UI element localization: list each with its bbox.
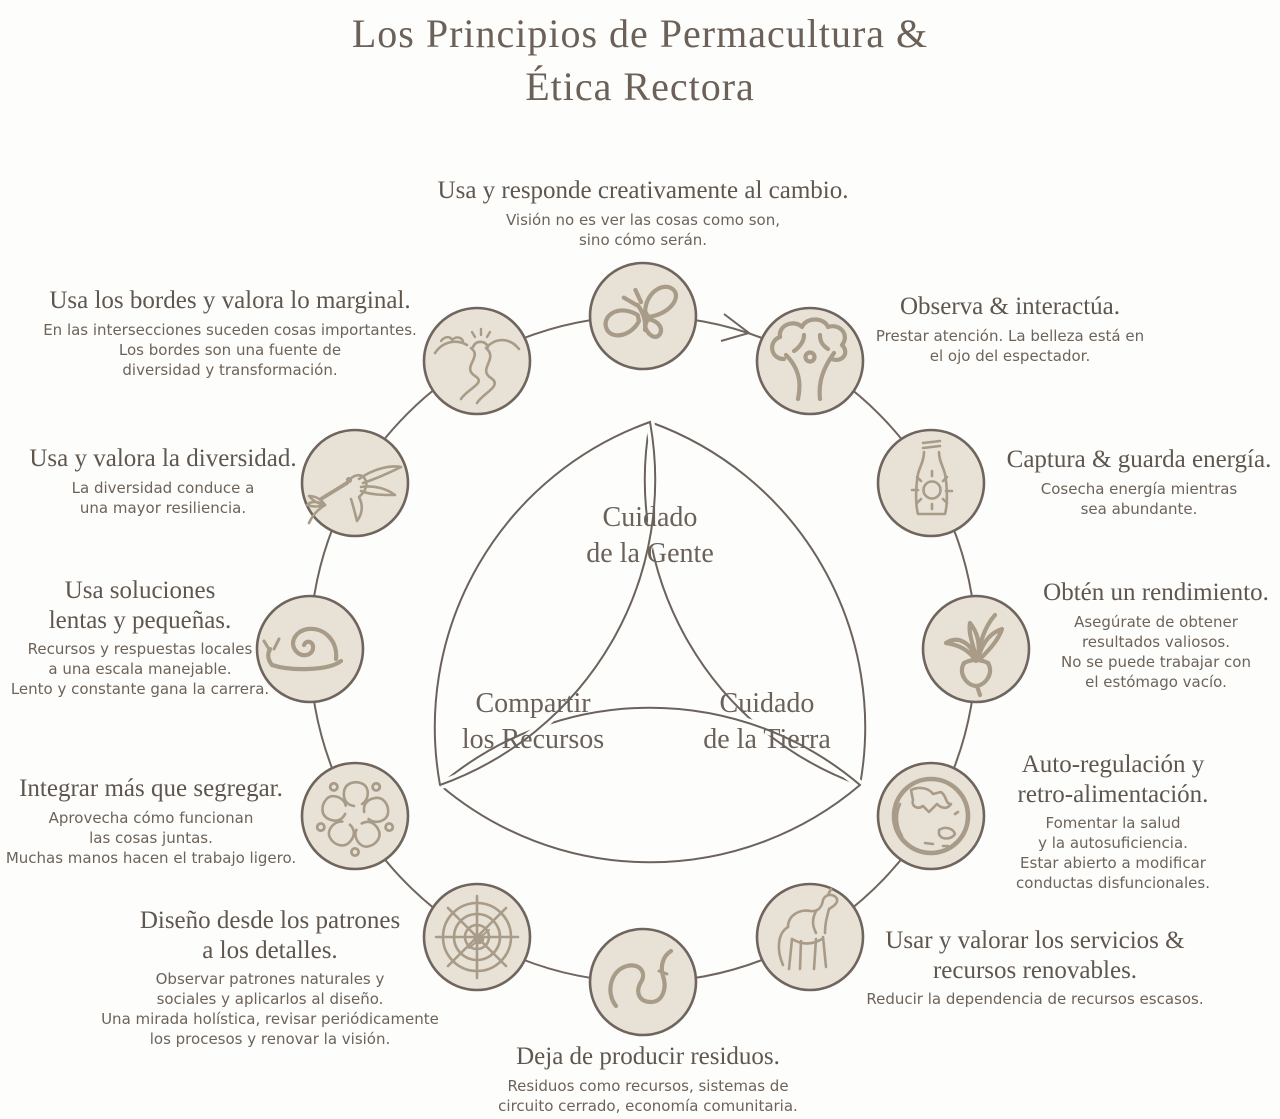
fruit-cross-section-icon — [315, 780, 395, 858]
principle-description: Asegúrate de obtener resultados valiosos… — [1061, 612, 1251, 691]
earth-globe-icon — [891, 776, 971, 856]
principle-heading: Deja de producir residuos. — [516, 1043, 780, 1070]
principle-description: Visión no es ver las cosas como son, sin… — [505, 210, 781, 249]
ethic-care-of-earth: Cuidado de la Tierra — [703, 688, 831, 756]
cycle-ring — [309, 315, 977, 983]
node-edges — [422, 306, 532, 416]
principle-heading: Usar y valorar los servicios & recursos … — [885, 927, 1185, 984]
bottled-sun-icon — [910, 439, 954, 516]
principle-capture: Captura & guarda energía. Cosecha energí… — [1000, 445, 1278, 519]
principle-heading: Diseño desde los patrones a los detalles… — [139, 907, 401, 964]
principle-heading: Observa & interactúa. — [899, 293, 1121, 320]
principle-description: Cosecha energía mientras sea abundante. — [1040, 479, 1238, 518]
radish-icon — [943, 612, 1005, 698]
principle-selfregulation: Auto-regulación y retro-alimentación. Fo… — [985, 750, 1241, 893]
principle-description: La diversidad conduce a una mayor resili… — [71, 478, 255, 517]
principle-patterns: Diseño desde los patrones a los detalles… — [60, 906, 480, 1049]
node-renewables — [755, 882, 865, 992]
principle-description: Observar patrones naturales y sociales y… — [101, 970, 439, 1049]
node-integrate — [300, 761, 410, 871]
ethic-share-resources: Compartir los Recursos — [461, 688, 605, 756]
spider-web-icon — [434, 894, 520, 980]
node-capture — [876, 428, 986, 538]
ethic-care-of-people: Cuidado de la Gente — [586, 502, 714, 570]
winding-river-icon — [433, 327, 521, 405]
principle-heading: Usa soluciones lentas y pequeñas. — [48, 577, 232, 634]
principle-heading: Integrar más que segregar. — [19, 775, 283, 802]
butterfly-icon — [603, 284, 678, 339]
principle-heading: Auto-regulación y retro-alimentación. — [1017, 751, 1209, 808]
principle-edges: Usa los bordes y valora lo marginal. En … — [28, 286, 432, 380]
tree-person-icon — [770, 317, 848, 402]
principle-renewables: Usar y valorar los servicios & recursos … — [865, 926, 1205, 1009]
node-observe — [755, 306, 865, 416]
horse-icon — [777, 887, 839, 971]
node-slowsmall — [255, 594, 365, 704]
clockwise-arrow-icon — [720, 313, 752, 342]
ethics-triquetra — [430, 415, 870, 867]
node-selfregulation — [876, 761, 986, 871]
node-patterns — [422, 882, 532, 992]
page-title: Los Principios de Permacultura & Ética R… — [351, 11, 929, 109]
principle-heading: Usa y responde creativamente al cambio. — [437, 177, 849, 204]
principle-diversity: Usa y valora la diversidad. La diversida… — [20, 444, 306, 518]
node-yield — [921, 594, 1031, 704]
principle-description: Residuos como recursos, sistemas de circ… — [498, 1076, 798, 1115]
principle-nowaste: Deja de producir residuos. Residuos como… — [448, 1042, 848, 1116]
principle-description: Fomentar la salud y la autosuficiencia. … — [1016, 814, 1210, 893]
node-diversity — [300, 428, 410, 538]
principle-heading: Captura & guarda energía. — [1006, 446, 1272, 473]
principle-heading: Usa y valora la diversidad. — [29, 445, 297, 472]
principle-heading: Usa los bordes y valora lo marginal. — [49, 287, 411, 314]
principle-heading: Obtén un rendimiento. — [1043, 579, 1269, 606]
principle-description: Recursos y respuestas locales a una esca… — [10, 640, 270, 699]
principle-yield: Obtén un rendimiento. Asegúrate de obten… — [1032, 578, 1280, 692]
principle-description: Aprovecha cómo funcionan las cosas junta… — [5, 808, 297, 867]
principle-observe: Observa & interactúa. Prestar atención. … — [860, 292, 1160, 366]
hummingbird-icon — [305, 465, 403, 525]
principle-change: Usa y responde creativamente al cambio. … — [383, 176, 903, 250]
principle-description: En las intersecciones suceden cosas impo… — [43, 320, 417, 379]
node-change — [588, 261, 698, 371]
principle-integrate: Integrar más que segregar. Aprovecha cóm… — [0, 774, 302, 868]
principle-description: Reducir la dependencia de recursos escas… — [866, 990, 1204, 1008]
snail-icon — [262, 626, 344, 672]
principle-description: Prestar atención. La belleza está en el … — [875, 326, 1145, 365]
principle-slowsmall: Usa soluciones lentas y pequeñas. Recurs… — [5, 576, 275, 699]
node-nowaste — [588, 927, 698, 1037]
earthworm-icon — [608, 948, 674, 1009]
